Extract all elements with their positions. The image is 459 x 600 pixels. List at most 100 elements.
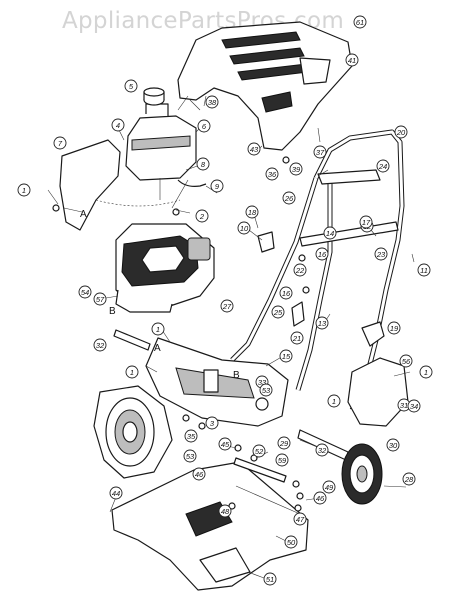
callout-number: 1 (332, 397, 336, 406)
part-callout-48: 48 (218, 504, 232, 518)
part-callouts: 1111123456789101112131415161617181920212… (17, 15, 433, 586)
part-callout-26: 26 (282, 191, 296, 205)
part-callout-8: 8 (196, 157, 210, 171)
part-callout-51: 51 (263, 572, 277, 586)
callout-number: 36 (268, 170, 277, 179)
callout-number: 59 (278, 456, 287, 465)
callout-number: 2 (199, 212, 205, 221)
callout-number: 22 (295, 266, 305, 275)
part-callout-46: 46 (192, 467, 206, 481)
part-callout-16: 16 (315, 247, 329, 261)
engine (105, 223, 215, 313)
callout-circle (323, 226, 337, 240)
callout-circle (93, 338, 107, 352)
callout-number: 43 (250, 145, 259, 154)
callout-circle (259, 383, 273, 397)
hardware-bits (52, 156, 310, 512)
callout-number: 27 (222, 302, 232, 311)
callout-number: 25 (273, 308, 283, 317)
part-callout-53: 53 (259, 383, 273, 397)
part-callout-5: 5 (124, 79, 138, 93)
callout-circle (290, 331, 304, 345)
callout-circle (353, 15, 367, 29)
callout-circle (313, 491, 327, 505)
part-callout-11: 11 (417, 263, 431, 277)
callout-number: 33 (258, 378, 267, 387)
part-callout-23: 23 (374, 247, 388, 261)
callout-number: 51 (266, 575, 274, 584)
callout-number: 53 (262, 386, 271, 395)
callout-circle (247, 142, 261, 156)
part-callout-32: 32 (93, 338, 107, 352)
callout-number: 50 (287, 538, 296, 547)
part-callout-53: 53 (183, 449, 197, 463)
auger-impeller (93, 385, 173, 479)
part-callout-49: 49 (322, 480, 336, 494)
callout-number: 8 (201, 160, 206, 169)
callout-circle (275, 453, 289, 467)
callout-number: 35 (187, 432, 196, 441)
part-callout-61: 61 (353, 15, 367, 29)
part-callout-1: 1 (17, 183, 31, 197)
part-callout-15: 15 (279, 349, 293, 363)
callout-circle (195, 209, 209, 223)
callout-number: 5 (129, 82, 134, 91)
chute-housing (177, 21, 353, 151)
part-callout-32: 32 (315, 443, 329, 457)
part-callout-54: 54 (78, 285, 92, 299)
ref-letter-b: B (233, 370, 240, 381)
callout-number: 19 (390, 324, 399, 333)
part-callout-45: 45 (218, 437, 232, 451)
fuel-line (177, 179, 207, 187)
part-callout-9: 9 (210, 179, 224, 193)
callout-circle (315, 316, 329, 330)
callout-circle (327, 394, 341, 408)
callout-number: 3 (210, 419, 215, 428)
callout-circle (271, 305, 285, 319)
callout-circle (376, 159, 390, 173)
callout-circle (252, 444, 266, 458)
callout-circle (402, 472, 416, 486)
part-callout-47: 47 (293, 512, 307, 526)
callout-number: 1 (424, 368, 428, 377)
callout-circle (282, 191, 296, 205)
callout-circle (279, 286, 293, 300)
part-callout-27: 27 (220, 299, 234, 313)
callout-number: 18 (248, 208, 257, 217)
callout-number: 45 (221, 440, 230, 449)
belt-shield (59, 139, 181, 231)
fuel-cap (143, 87, 165, 106)
callout-number: 13 (318, 319, 327, 328)
part-callout-17: 17 (359, 215, 373, 229)
callout-number: 26 (284, 194, 294, 203)
callout-number: 34 (410, 402, 418, 411)
callout-circle (322, 480, 336, 494)
callout-number: 54 (81, 288, 89, 297)
callout-number: 1 (130, 368, 134, 377)
part-callout-28: 28 (402, 472, 416, 486)
callout-number: 6 (202, 122, 207, 131)
part-callout-13: 13 (315, 316, 329, 330)
callout-number: 30 (389, 441, 398, 450)
part-callout-1: 1 (327, 394, 341, 408)
part-callout-52: 52 (252, 444, 266, 458)
part-callout-30: 30 (386, 438, 400, 452)
callout-number: 32 (96, 341, 105, 350)
callout-number: 29 (279, 439, 289, 448)
part-callout-16: 16 (279, 286, 293, 300)
wheel (341, 443, 383, 505)
part-callout-29: 29 (277, 436, 291, 450)
callout-number: 28 (404, 475, 414, 484)
callout-circle (265, 167, 279, 181)
fuel-tank (125, 103, 197, 200)
callout-number: 31 (400, 401, 408, 410)
callout-circle (277, 436, 291, 450)
callout-number: 53 (186, 452, 195, 461)
part-callout-22: 22 (293, 263, 307, 277)
callout-number: 24 (378, 162, 387, 171)
callout-circle (279, 349, 293, 363)
main-frame (145, 337, 289, 427)
callout-number: 61 (356, 18, 364, 27)
callout-number: 16 (318, 250, 327, 259)
callout-circle (151, 322, 165, 336)
